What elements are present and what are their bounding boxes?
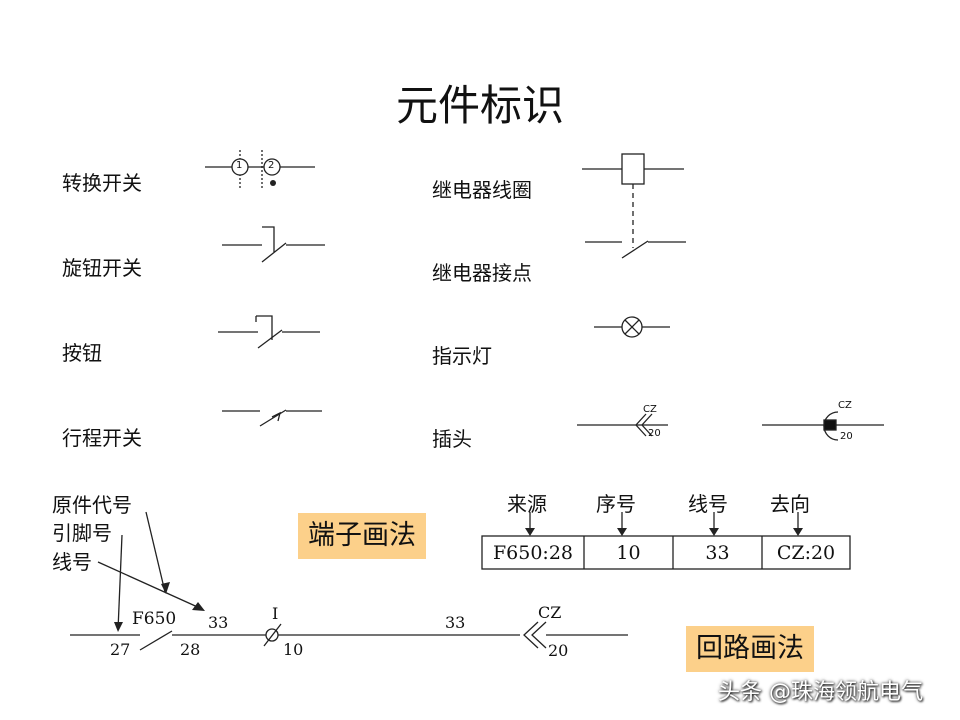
circuit-pin-left: 27 [110,640,131,659]
callout-arrows [97,511,203,631]
circuit-pin-right: 28 [180,640,201,659]
header-arrows [529,512,799,534]
plug-b-bottom-label: 20 [840,431,853,442]
callout-pin-number: 引脚号 [52,521,112,545]
plug-b-top-label: CZ [838,400,852,411]
header-wire: 线号 [688,492,728,516]
plug-a-bottom-label: 20 [648,428,661,439]
relay-coil-icon [582,153,684,248]
callout-wire-number: 线号 [52,550,92,574]
page-title: 元件标识 [395,81,564,130]
header-destination: 去向 [770,492,810,516]
cell-wire: 33 [705,542,730,564]
watermark: 头条 @珠海领航电气 [718,680,923,705]
cell-destination: CZ:20 [776,542,836,564]
plug-icon [577,413,668,437]
label-relay-coil: 继电器线圈 [432,178,532,202]
circuit-device: F650 [132,609,177,629]
plug-a-top-label: CZ [643,404,657,415]
selector-switch-icon [205,150,315,188]
switch-mark-2: 2 [268,160,275,171]
terminal-table [481,535,851,570]
limit-switch-icon [222,409,322,427]
header-index: 序号 [596,492,636,516]
circuit-heading: 回路画法 [686,626,814,672]
cell-index: 10 [616,542,641,564]
push-button-icon [218,315,320,349]
circuit-node-label: I [272,604,279,623]
terminal-heading: 端子画法 [298,513,426,559]
cell-source: F650:28 [492,542,574,564]
label-relay-contact: 继电器接点 [432,261,532,285]
rotary-switch-icon [222,226,325,263]
label-push-button: 按钮 [62,341,102,365]
switch-mark-1: 1 [236,160,243,171]
circuit-node-number: 10 [283,640,304,659]
indicator-lamp-icon [594,316,670,338]
circuit-plug-number: 20 [548,641,569,660]
arrowheads [525,528,803,536]
plug-socket-icon [762,411,884,441]
label-selector-switch: 转换开关 [62,171,142,195]
circuit-wire-a: 33 [208,613,229,632]
callout-device-code: 原件代号 [52,493,132,517]
label-plug: 插头 [432,427,472,451]
label-rotary-switch: 旋钮开关 [62,256,142,280]
label-indicator-lamp: 指示灯 [432,344,492,368]
header-source: 来源 [507,492,547,516]
relay-contact-icon [585,240,686,259]
circuit-wire-b: 33 [445,613,466,632]
circuit-line [70,621,628,651]
circuit-plug-label: CZ [538,603,562,622]
label-limit-switch: 行程开关 [62,426,142,450]
